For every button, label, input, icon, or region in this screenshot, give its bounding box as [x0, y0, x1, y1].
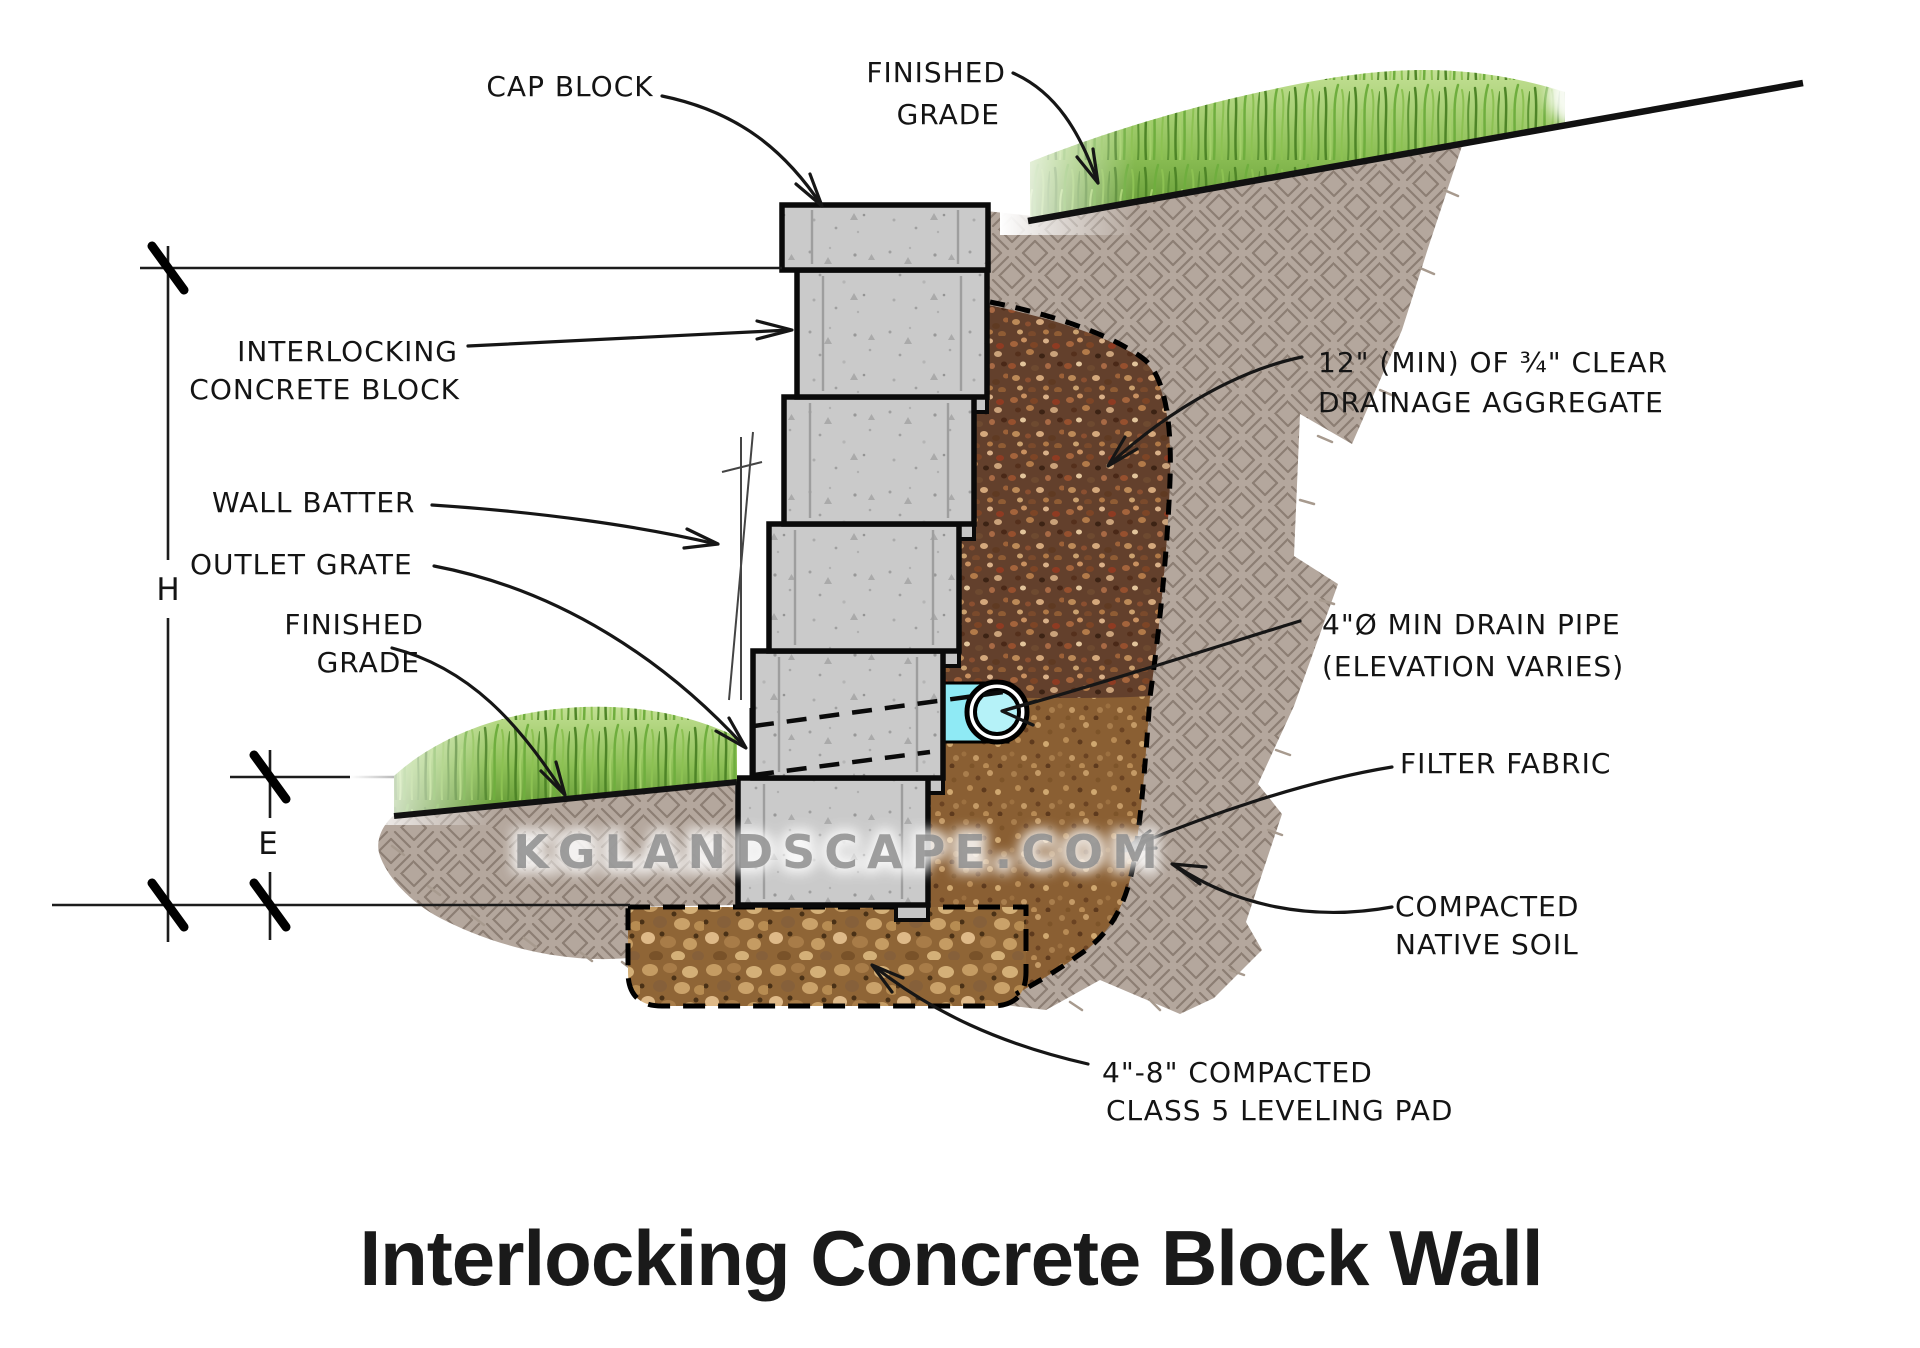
drainage-aggregate-region — [936, 296, 1171, 702]
interlocking-label-2: CONCRETE BLOCK — [189, 373, 460, 406]
leveling-pad-label-2: CLASS 5 LEVELING PAD — [1106, 1094, 1453, 1127]
drain-pipe-label-2: (ELEVATION VARIES) — [1322, 650, 1624, 683]
drain-pipe-inner — [973, 688, 1021, 736]
finished-grade-top-label-2: GRADE — [897, 98, 1000, 131]
cap-block-shape — [779, 202, 991, 273]
diagram-title: Interlocking Concrete Block Wall — [359, 1214, 1542, 1302]
cap-block-label: CAP BLOCK — [486, 70, 653, 103]
leveling-pad-region — [625, 904, 1029, 1009]
interlocking-label-1: INTERLOCKING — [237, 335, 458, 368]
pipe-hidden-lines — [749, 689, 1005, 780]
filter-fabric-label: FILTER FABRIC — [1400, 747, 1611, 780]
callout-labels: CAP BLOCK FINISHED GRADE INTERLOCKING CO… — [189, 56, 1668, 1127]
tick-marks — [147, 241, 291, 932]
leader-cap-block — [660, 94, 824, 208]
wall-batter-indicator — [721, 431, 763, 701]
leader-aggregate — [1108, 355, 1304, 466]
block-course-2 — [781, 394, 977, 527]
native-soil-label-1: COMPACTED — [1395, 890, 1579, 923]
finished-grade-left-label-2: GRADE — [317, 646, 420, 679]
wall-batter-label: WALL BATTER — [212, 486, 415, 519]
native-soil-wedge — [378, 782, 738, 960]
leader-wall-batter — [430, 503, 718, 546]
dimension-lines: H E — [52, 241, 782, 942]
block-wall — [735, 202, 991, 908]
leader-lines — [390, 71, 1394, 1066]
finished-grade-top-label-1: FINISHED — [866, 56, 1006, 89]
outlet-grate-label: OUTLET GRATE — [190, 548, 413, 581]
watermark-glow: KGLANDSCAPE.COM — [513, 825, 1167, 879]
leader-leveling-pad — [873, 965, 1090, 1066]
block-course-4 — [750, 648, 946, 781]
aggregate-label-2: DRAINAGE AGGREGATE — [1318, 386, 1664, 419]
leveling-pad-label-1: 4"-8" COMPACTED — [1102, 1056, 1373, 1089]
block-course-1 — [794, 267, 990, 400]
leader-filter-fabric — [1124, 765, 1394, 851]
aggregate-label-1: 12" (MIN) OF ¾" CLEAR — [1318, 346, 1668, 379]
finished-grade-line-left — [393, 779, 738, 819]
drain-pipe-label-1: 4"Ø MIN DRAIN PIPE — [1322, 608, 1621, 641]
filter-fabric-line — [989, 299, 1173, 997]
leader-outlet-grate — [432, 564, 746, 748]
native-soil-label-2: NATIVE SOIL — [1395, 928, 1579, 961]
dimension-h-label: H — [156, 572, 179, 608]
finished-grade-line-top — [1027, 79, 1804, 225]
dimension-e-label: E — [258, 826, 278, 862]
leader-finished-grade-left — [390, 646, 565, 794]
leader-interlocking — [466, 328, 792, 348]
block-course-3 — [766, 521, 962, 654]
leader-finished-grade-top — [1011, 71, 1100, 185]
watermark: KGLANDSCAPE.COM — [513, 825, 1167, 879]
block-joint-lines — [762, 210, 963, 899]
grass-top — [1000, 59, 1632, 235]
finished-grade-left-label-1: FINISHED — [284, 608, 424, 641]
leader-native-soil — [1174, 864, 1394, 915]
